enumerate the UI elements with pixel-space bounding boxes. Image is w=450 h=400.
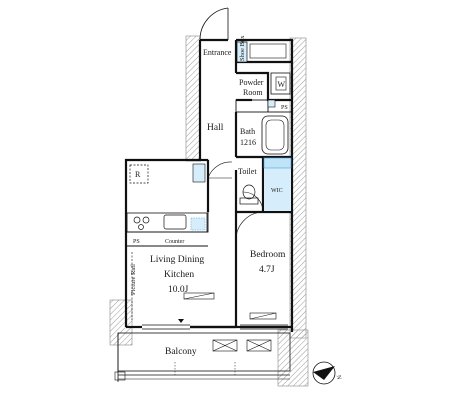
balcony-vents: [212, 339, 272, 352]
refrigerator-space: [129, 164, 149, 184]
bedroom-size-label: 4.7J: [259, 265, 275, 275]
hall-label: Hall: [207, 123, 224, 133]
entry-arrow: [178, 319, 184, 323]
washing-machine: W: [270, 72, 291, 95]
toilet-label: Toilet: [238, 167, 257, 176]
living-aircon: [183, 292, 215, 300]
compass-icon: N: [312, 361, 342, 385]
shoe-box-label: Shoe Box: [239, 35, 246, 61]
shoe-storage: [192, 163, 206, 183]
balcony-label: Balcony: [165, 347, 197, 357]
kitchen-counter: [126, 212, 208, 233]
entrance-label: Entrance: [203, 48, 232, 57]
bedroom-door[interactable]: [235, 211, 263, 241]
counter-label: Counter: [165, 239, 184, 245]
wic-door[interactable]: [242, 191, 264, 213]
bath-size-label: 1216: [240, 138, 256, 147]
entrance-closet: [249, 43, 287, 59]
picture-rail-label: Picture Rail: [130, 264, 137, 295]
wic-shelf: [263, 157, 292, 169]
pipe-shaft-marker: [267, 99, 276, 108]
bedroom-label: Bedroom: [250, 250, 286, 260]
wic-label: WIC: [271, 188, 283, 194]
living-size-label: 10.0J: [168, 285, 189, 295]
toilet-fixture: [239, 184, 259, 205]
hall-door[interactable]: [207, 161, 233, 179]
bedroom-window[interactable]: [240, 324, 288, 330]
refrigerator-label: R: [135, 170, 141, 179]
living-label-1: Living Dining: [150, 255, 204, 265]
ps-bath-label: PS: [281, 105, 288, 111]
north-label: N: [335, 375, 342, 381]
washer-label: W: [278, 80, 286, 89]
living-window[interactable]: [142, 324, 190, 330]
bedroom-aircon: [249, 312, 277, 320]
powder-label-1: Powder: [239, 78, 264, 87]
powder-label-2: Room: [243, 88, 263, 97]
living-label-2: Kitchen: [164, 270, 194, 280]
entrance-door[interactable]: [199, 7, 229, 41]
ps-kitchen-label: PS: [133, 239, 140, 245]
bathtub: [261, 115, 289, 155]
balcony-drain: [114, 371, 126, 381]
balcony: [117, 332, 291, 382]
shoe-box: Shoe Box: [236, 35, 248, 63]
bath-label: Bath: [240, 127, 255, 136]
